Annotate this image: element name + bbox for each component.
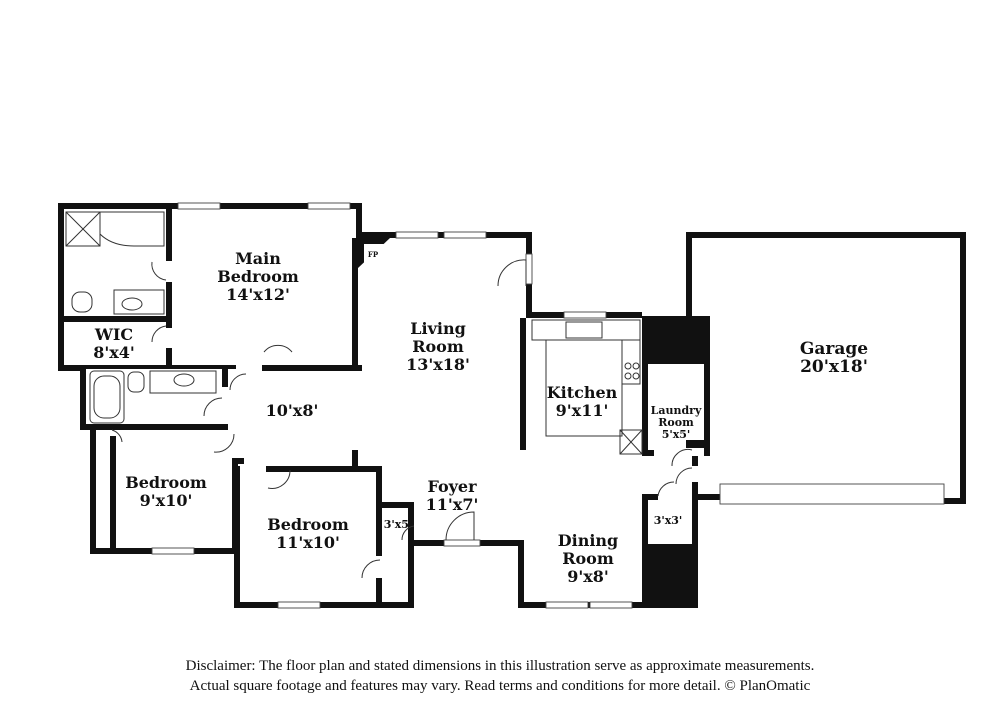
laundry-room-label: Laundry <box>651 404 702 417</box>
disclaimer-line-1: Disclaimer: The floor plan and stated di… <box>185 658 815 674</box>
closet-foyer-size: 3'x5' <box>384 518 413 531</box>
dining-room-size: 9'x8' <box>567 567 609 586</box>
wic-size: 8'x4' <box>93 343 135 362</box>
dining-room-label: Dining <box>558 531 618 550</box>
walls <box>58 203 966 608</box>
wic-label: WIC <box>94 325 133 344</box>
foyer-label: Foyer <box>427 477 477 496</box>
foyer-size: 11'x7' <box>426 495 479 514</box>
fireplace-label: FP <box>368 250 379 259</box>
hall-size: 10'x8' <box>266 401 319 420</box>
main-bedroom-label-2: Bedroom <box>217 267 299 286</box>
bedroom-left-label: Bedroom <box>125 473 207 492</box>
garage-label: Garage <box>800 339 868 359</box>
disclaimer: Disclaimer: The floor plan and stated di… <box>0 656 1000 696</box>
bedroom-left-size: 9'x10' <box>140 491 193 510</box>
bedroom-center-label: Bedroom <box>267 515 349 534</box>
room-labels: Main Bedroom 14'x12' WIC 8'x4' Living Ro… <box>93 249 868 586</box>
kitchen-label: Kitchen <box>547 383 618 402</box>
dining-room-label-2: Room <box>562 549 614 568</box>
main-bedroom-size: 14'x12' <box>226 285 290 304</box>
main-bedroom-label: Main <box>235 249 281 268</box>
windows <box>151 202 945 609</box>
laundry-room-size: 5'x5' <box>662 428 691 441</box>
fixtures <box>65 211 693 579</box>
bedroom-center-size: 11'x10' <box>276 533 340 552</box>
disclaimer-line-2: Actual square footage and features may v… <box>189 678 811 694</box>
closet-dining-size: 3'x3' <box>654 514 683 527</box>
living-room-label-2: Room <box>412 337 464 356</box>
garage-size: 20'x18' <box>800 357 868 377</box>
living-room-label: Living <box>410 319 466 338</box>
laundry-room-label-2: Room <box>658 416 694 429</box>
kitchen-size: 9'x11' <box>556 401 609 420</box>
living-room-size: 13'x18' <box>406 355 470 374</box>
